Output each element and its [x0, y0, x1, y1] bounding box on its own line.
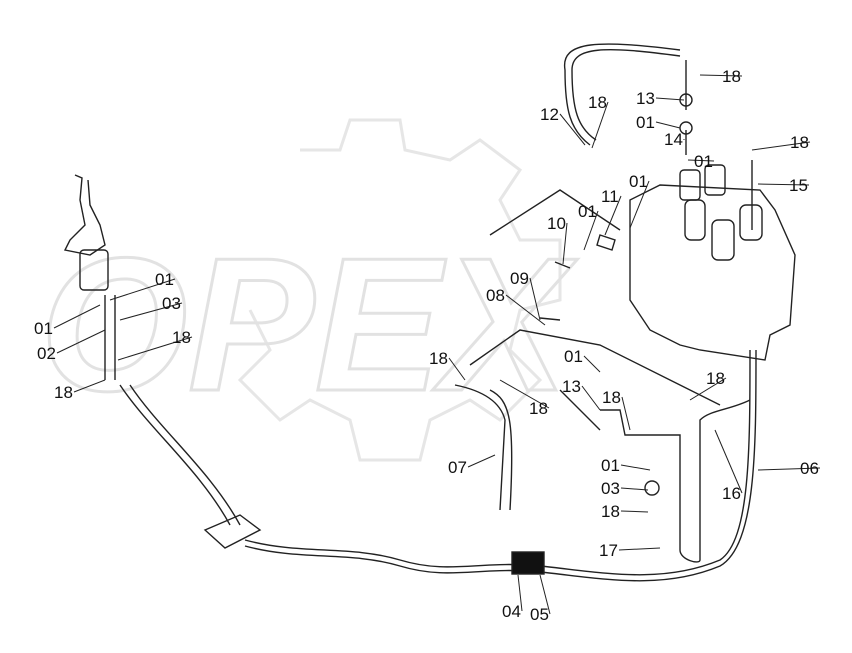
callout-18: 18 [706, 369, 725, 388]
callout-01: 01 [155, 270, 174, 289]
leader-line [505, 294, 546, 326]
leader-line [53, 304, 101, 329]
callout-01: 01 [34, 319, 53, 338]
leader-line [757, 183, 810, 186]
callout-16: 16 [722, 484, 741, 503]
leader-line [73, 379, 106, 393]
svg-text:OPEX: OPEX [40, 219, 578, 431]
leader-line [583, 355, 601, 373]
callout-01: 01 [636, 113, 655, 132]
leader-line [655, 97, 685, 101]
leader-line [689, 377, 727, 401]
leader-line [529, 277, 541, 321]
callout-12: 12 [540, 105, 559, 124]
leader-line [604, 195, 622, 236]
leader-line [56, 329, 106, 354]
leader-line [620, 487, 649, 491]
leader-line [539, 574, 551, 615]
leader-line [655, 121, 681, 129]
callout-18: 18 [722, 67, 741, 86]
leader-line [517, 574, 523, 612]
callout-11: 11 [601, 187, 619, 206]
callout-10: 10 [547, 214, 566, 233]
callout-08: 08 [486, 286, 505, 305]
leader-line [109, 278, 176, 301]
leader-line [699, 74, 743, 77]
leader-line [119, 302, 183, 321]
callout-09: 09 [510, 269, 529, 288]
callout-18: 18 [588, 93, 607, 112]
callout-01: 01 [694, 152, 713, 171]
callout-07: 07 [448, 458, 467, 477]
leader-line [448, 357, 466, 381]
leader-line [591, 101, 609, 149]
component-drawings [63, 43, 796, 582]
callout-01: 01 [629, 172, 648, 191]
callout-04: 04 [502, 602, 521, 621]
callout-18: 18 [429, 349, 448, 368]
callout-05: 05 [530, 605, 549, 624]
leader-line [562, 222, 568, 265]
leader-line [621, 396, 631, 431]
callout-13: 13 [562, 377, 581, 396]
leader-line [714, 429, 743, 494]
callout-15: 15 [789, 176, 808, 195]
callout-03: 03 [162, 294, 181, 313]
leader-line [751, 141, 811, 151]
leader-line [757, 467, 821, 471]
callout-03: 03 [601, 479, 620, 498]
leader-line [687, 159, 715, 162]
leader-line [499, 379, 550, 409]
callout-18: 18 [172, 328, 191, 347]
callout-17: 17 [599, 541, 618, 560]
callout-18: 18 [602, 388, 621, 407]
callout-01: 01 [578, 202, 597, 221]
leader-line [620, 510, 649, 513]
leader-line [620, 464, 651, 471]
callout-06: 06 [800, 459, 819, 478]
callout-18: 18 [601, 502, 620, 521]
leader-line [559, 113, 586, 146]
callout-01: 01 [601, 456, 620, 475]
callout-01: 01 [564, 347, 583, 366]
leader-line [581, 385, 601, 411]
callout-18: 18 [54, 383, 73, 402]
callout-18: 18 [529, 399, 548, 418]
callout-18: 18 [790, 133, 809, 152]
leader-line [618, 547, 661, 551]
callout-02: 02 [37, 344, 56, 363]
callout-14: 14 [664, 130, 683, 149]
leader-line [583, 210, 599, 251]
leader-line [117, 336, 193, 361]
callout-13: 13 [636, 89, 655, 108]
leader-line [629, 180, 650, 229]
leader-line [467, 454, 496, 468]
